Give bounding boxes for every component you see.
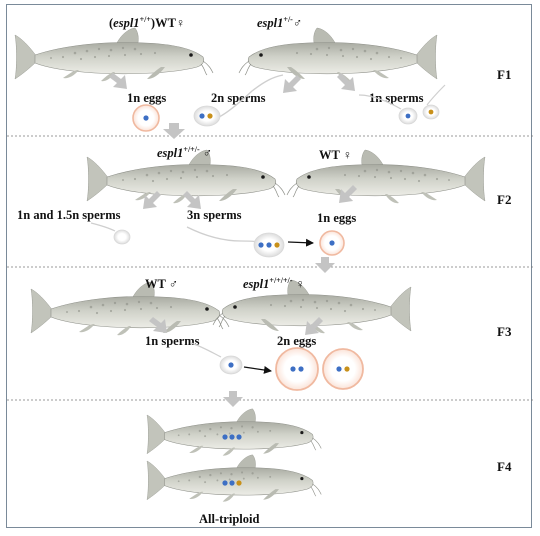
f3-female-label: espl1+/+/+/- ♀ [243, 276, 305, 291]
f2-male-label: espl1+/+/- ♂ [157, 145, 212, 160]
arrow-f2-to-f3 [315, 257, 335, 273]
f1-female-label: (espl1+/+)WT♀ [109, 15, 185, 30]
arrow-f1-to-f2 [163, 123, 185, 139]
generation-label-f1: F1 [497, 67, 511, 82]
fish-f4-triploid-2 [146, 454, 322, 503]
f3-2n-egg-mixed [322, 348, 364, 390]
f3-sperms-label: 1n sperms [145, 334, 200, 348]
fish-f1-wt-female [14, 27, 214, 82]
f2-egg [319, 230, 345, 256]
generation-label-f4: F4 [497, 459, 512, 474]
f1-2n-sperms-label: 2n sperms [211, 91, 266, 105]
f2-female-label: WT ♀ [319, 148, 352, 162]
fish-f2-wt-female [286, 149, 486, 204]
f1-male-label: espl1+/-♂ [257, 15, 302, 30]
f2-eggs-label: 1n eggs [317, 211, 356, 225]
fish-f3-wt-male [30, 281, 230, 336]
f3-2n-egg-blue [275, 347, 319, 391]
fish-f1-espl1-male [238, 27, 438, 82]
f1-eggs-label: 1n eggs [127, 91, 166, 105]
generation-label-f2: F2 [497, 192, 511, 207]
f1-1n-sperms [358, 84, 446, 125]
f2-gray-arrows [143, 185, 357, 209]
f1-egg [132, 104, 160, 132]
generation-label-f3: F3 [497, 324, 512, 339]
f3-gray-arrows [149, 317, 323, 335]
f2-mixed-sperms-label: 1n and 1.5n sperms [17, 208, 121, 222]
f3-fertilization-arrow [243, 366, 272, 374]
diagram-frame: F1 F2 F3 F4 (espl1+/+)WT♀ espl1+/-♂ 1n e… [6, 4, 533, 528]
f2-mixed-sperm [90, 222, 131, 245]
f3-male-label: WT ♂ [145, 277, 178, 291]
f3-1n-sperm [190, 342, 243, 375]
f1-gray-arrows [109, 73, 355, 93]
fish-f4-triploid-1 [146, 408, 322, 457]
breeding-diagram: F1 F2 F3 F4 (espl1+/+)WT♀ espl1+/-♂ 1n e… [7, 15, 533, 526]
chromosome-blue [143, 115, 149, 121]
f2-fertilization-arrow [287, 238, 314, 247]
f1-1n-sperms-label: 1n sperms [369, 91, 424, 105]
f3-eggs-label: 2n eggs [277, 334, 316, 348]
f1-2n-sperm [193, 74, 284, 127]
f2-3n-sperm [186, 226, 285, 258]
f2-3n-sperms-label: 3n sperms [187, 208, 242, 222]
arrow-f3-to-f4 [223, 391, 243, 407]
f4-result-label: All-triploid [199, 512, 259, 526]
